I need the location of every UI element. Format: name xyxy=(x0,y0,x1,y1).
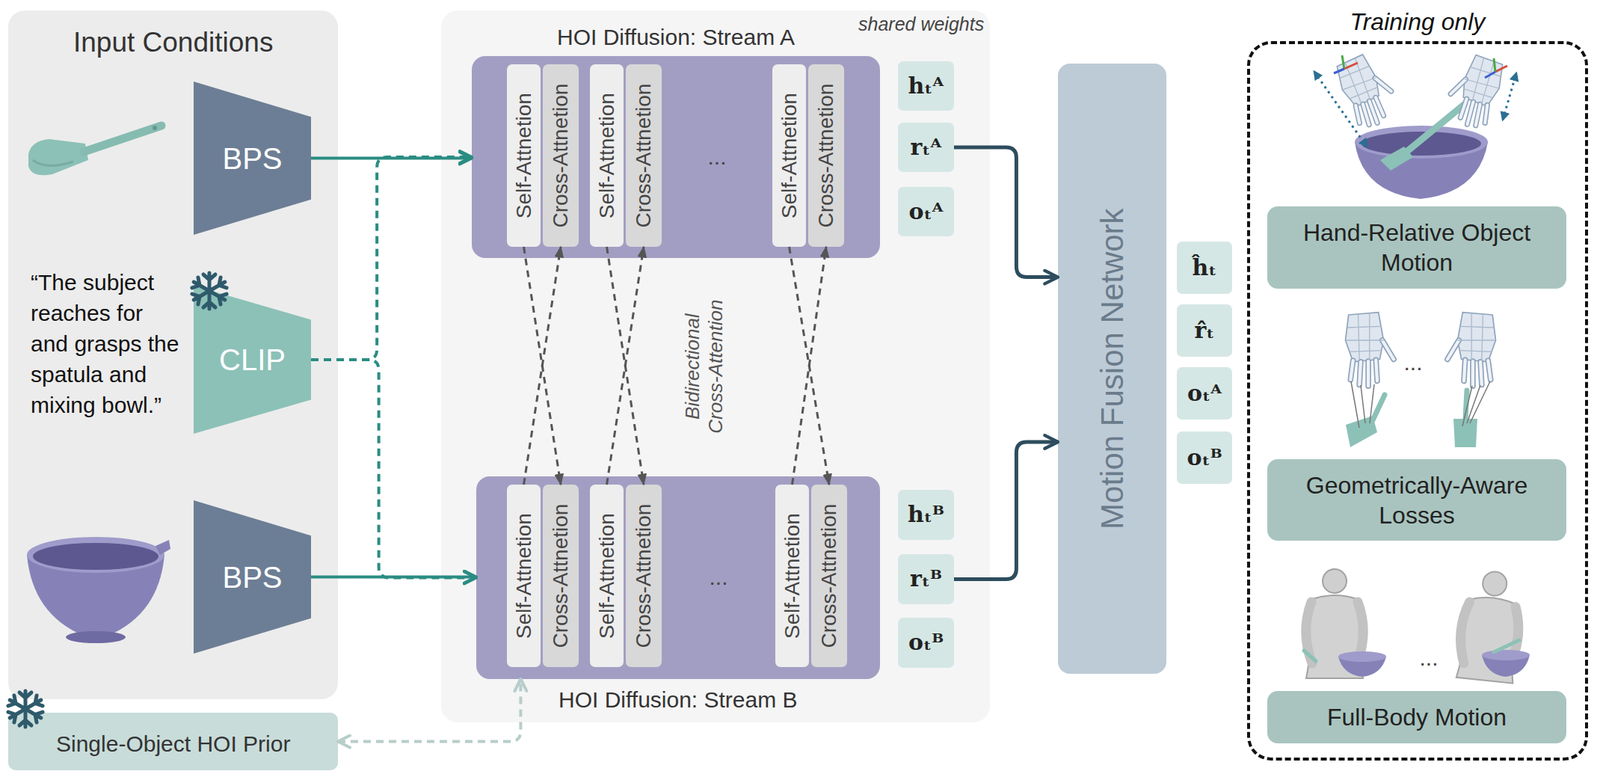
math-symbol: r̂ₜ xyxy=(1194,317,1215,344)
encoder-trapezoid xyxy=(193,81,312,235)
hand-object-illustration xyxy=(1484,71,1496,78)
output-chip: hₜᴮ xyxy=(897,489,955,540)
encoder-trapezoid xyxy=(193,285,312,434)
attention-label: Self-Attnetion xyxy=(511,92,536,219)
math-symbol: hₜᴮ xyxy=(907,501,945,528)
attention-label: Cross-Attnetion xyxy=(817,503,842,649)
box-label: Full-Body Motion xyxy=(1289,702,1544,732)
bowl-illustration xyxy=(32,542,159,570)
full-body-illustration xyxy=(1303,650,1316,661)
box-label: Geometrically-Aware Losses xyxy=(1289,470,1544,531)
math-symbol: hₜᴬ xyxy=(908,73,945,100)
box-label: Hand-Relative Object Motion xyxy=(1289,217,1544,278)
math-symbol: oₜᴬ xyxy=(1187,380,1222,407)
attention-label: Self-Attnetion xyxy=(594,92,619,219)
bowl-illustration xyxy=(26,536,165,573)
attention-label: Self-Attnetion xyxy=(511,512,536,639)
full-body-illustration xyxy=(1493,640,1520,652)
diffusion-stream: HOI Diffusion: Stream ASelf-AttnetionCro… xyxy=(471,56,880,258)
output-chip: rₜᴮ xyxy=(897,554,955,605)
attention-label: Cross-Attnetion xyxy=(548,83,573,229)
output-chip: oₜᴮ xyxy=(897,617,955,668)
attention-block: Cross-Attnetion xyxy=(542,484,579,667)
encoder-label: BPS xyxy=(222,141,283,176)
encoder-label: CLIP xyxy=(219,342,286,377)
output-chip: ĥₜ xyxy=(1176,241,1233,294)
output-chip: rₜᴬ xyxy=(897,122,955,172)
training-component: Geometrically-Aware Losses xyxy=(1267,459,1567,541)
full-body-illustration xyxy=(1338,651,1387,662)
hand-contact-illustration xyxy=(1453,418,1478,448)
attention-block: Self-Attnetion xyxy=(772,64,806,247)
attention-label: Cross-Attnetion xyxy=(631,83,656,229)
spatula-illustration xyxy=(32,160,74,166)
encoder-trapezoid xyxy=(193,500,312,654)
output-chip: r̂ₜ xyxy=(1176,304,1233,357)
full-body-illustration xyxy=(1481,649,1530,661)
ellipsis: ... xyxy=(709,564,729,591)
attention-block: Cross-Attnetion xyxy=(542,64,579,247)
math-symbol: oₜᴬ xyxy=(909,198,944,226)
stream-heading: HOI Diffusion: Stream A xyxy=(557,24,795,51)
encoder-label: BPS xyxy=(222,560,283,595)
output-chip: oₜᴬ xyxy=(897,186,955,237)
math-symbol: rₜᴬ xyxy=(910,134,943,161)
output-chip: oₜᴮ xyxy=(1176,431,1233,484)
math-symbol: ĥₜ xyxy=(1192,254,1218,282)
attention-block: Cross-Attnetion xyxy=(811,484,848,667)
ellipsis: ... xyxy=(1419,645,1439,672)
bowl-illustration xyxy=(65,631,126,643)
attention-block: Cross-Attnetion xyxy=(625,64,662,247)
hand-object-illustration xyxy=(1344,62,1358,69)
box-label: Single-Object HOI Prior xyxy=(56,731,291,758)
attention-block: Self-Attnetion xyxy=(589,484,624,667)
output-chip: hₜᴬ xyxy=(897,61,955,111)
training-component: Hand-Relative Object Motion xyxy=(1267,206,1567,289)
frozen-snowflake xyxy=(6,690,45,727)
attention-block: Self-Attnetion xyxy=(775,484,809,667)
attention-label: Cross-Attnetion xyxy=(548,503,573,649)
ellipsis: ... xyxy=(708,144,727,171)
stream-heading: HOI Diffusion: Stream B xyxy=(558,687,798,714)
attention-block: Cross-Attnetion xyxy=(625,484,662,667)
diffusion-stream: HOI Diffusion: Stream BSelf-AttnetionCro… xyxy=(476,476,880,679)
bps-encoder: BPS xyxy=(193,81,312,235)
spatula-illustration xyxy=(152,125,158,131)
panel-heading: Input Conditions xyxy=(73,26,273,60)
frozen-prior-box: Single-Object HOI Prior xyxy=(8,712,338,771)
ellipsis: ... xyxy=(1404,349,1423,377)
clip-encoder: CLIP xyxy=(193,285,312,434)
output-chip: oₜᴬ xyxy=(1176,367,1233,420)
cross-attention-note: Bidirectional Cross-Attention xyxy=(681,287,728,445)
math-symbol: rₜᴮ xyxy=(909,565,943,593)
attention-block: Self-Attnetion xyxy=(506,64,541,247)
attention-label: Cross-Attnetion xyxy=(631,503,656,649)
attention-block: Self-Attnetion xyxy=(506,484,541,667)
shared-weights-panel: shared weightsHOI Diffusion: Stream ASel… xyxy=(441,10,990,723)
training-component: Full-Body Motion xyxy=(1267,690,1567,744)
attention-label: Self-Attnetion xyxy=(594,512,619,639)
math-symbol: oₜᴮ xyxy=(908,629,944,656)
attention-block: Cross-Attnetion xyxy=(808,64,845,247)
hand-object-illustration xyxy=(1493,58,1496,72)
panel-note: shared weights xyxy=(858,13,984,36)
text-prompt: “The subject reaches for and grasps the … xyxy=(30,266,184,421)
network-label: Motion Fusion Network xyxy=(1093,207,1130,530)
bps-encoder: BPS xyxy=(193,500,312,654)
attention-block: Self-Attnetion xyxy=(589,64,624,247)
region-heading: Training only xyxy=(1350,8,1486,36)
math-symbol: oₜᴮ xyxy=(1187,444,1223,472)
attention-label: Self-Attnetion xyxy=(779,512,804,639)
fusion-network: Motion Fusion Network xyxy=(1057,63,1167,674)
attention-label: Cross-Attnetion xyxy=(814,83,839,229)
attention-label: Self-Attnetion xyxy=(776,92,801,219)
